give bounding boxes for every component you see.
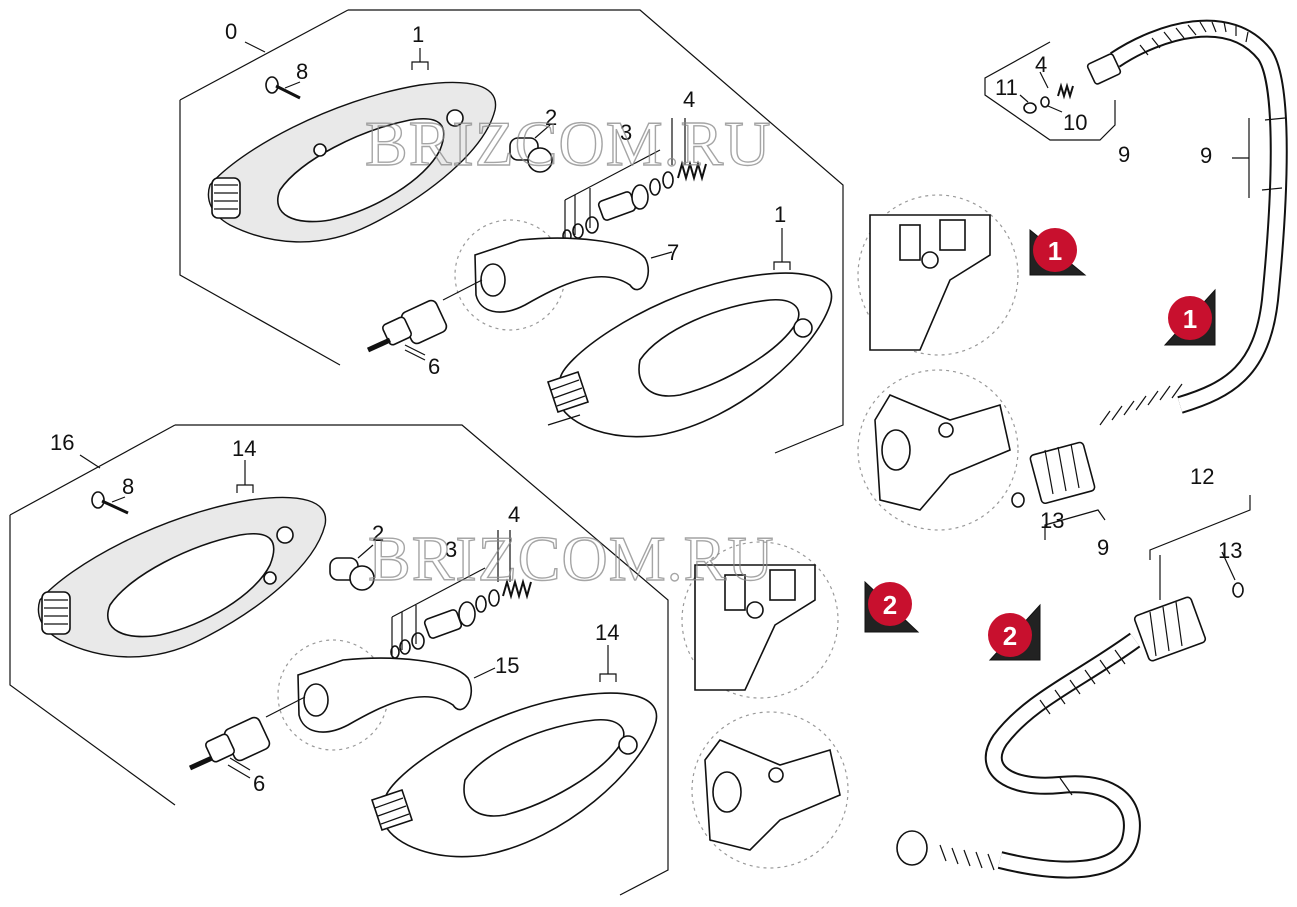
detail-circle-bottom-1	[681, 541, 839, 699]
detail-circle-top-2	[857, 369, 1019, 531]
label-9-bottom: 9	[1097, 535, 1109, 560]
bottom-assembly-frame	[9, 424, 669, 896]
label-16: 16	[50, 430, 74, 455]
label-12: 12	[1190, 464, 1214, 489]
piston-assembly-bottom	[390, 530, 532, 659]
label-3-top: 3	[620, 120, 632, 145]
valve-bottom	[329, 557, 375, 591]
badge-1b: 1	[1163, 288, 1216, 346]
nozzle-bottom	[188, 696, 306, 779]
nozzle-top	[366, 279, 483, 361]
label-7: 7	[667, 240, 679, 265]
screw-top	[265, 76, 301, 100]
hose-top	[1029, 19, 1288, 505]
label-10: 10	[1063, 110, 1087, 135]
label-6-bottom: 6	[253, 771, 265, 796]
part-labels-bottom: 16 14 8 2 3 4 15 14 6	[50, 430, 619, 796]
badge-1b-number: 1	[1183, 304, 1197, 334]
label-13-hose-top: 13	[1040, 508, 1064, 533]
label-1-top-right: 1	[774, 202, 786, 227]
badge-2b-circle	[988, 613, 1032, 657]
label-1-top-left: 1	[412, 22, 424, 47]
screw-bottom	[91, 491, 129, 515]
label-14-bottom-left: 14	[232, 436, 256, 461]
part-labels-top: 0 1 8 2 3 4 7 1 6	[225, 19, 786, 379]
detail-circle-bottom-2	[691, 711, 849, 869]
detail-circle-top-1	[857, 194, 1019, 356]
label-2-top: 2	[545, 105, 557, 130]
handle-half-left-bottom	[37, 496, 327, 658]
top-assembly-frame	[179, 9, 844, 454]
badge-2a: 2	[864, 580, 920, 633]
label-14-bottom-right: 14	[595, 620, 619, 645]
label-15: 15	[495, 653, 519, 678]
part-labels-hose-top: 4 11 10 9 9 13 9	[995, 52, 1212, 560]
badge-2b-number: 2	[1003, 621, 1017, 651]
trigger-top	[454, 219, 673, 331]
badge-2a-circle	[868, 582, 912, 626]
label-9-hose: 9	[1200, 143, 1212, 168]
badge-1a-number: 1	[1048, 236, 1062, 266]
label-4-top: 4	[683, 87, 695, 112]
handle-half-right-top	[546, 272, 833, 438]
part-labels-hose-bottom: 12 13	[1190, 464, 1242, 563]
label-2-bottom: 2	[372, 521, 384, 546]
badge-2a-number: 2	[883, 590, 897, 620]
handle-half-right-bottom	[370, 692, 658, 858]
label-13-hose-bottom: 13	[1218, 538, 1242, 563]
callout-leaders	[79, 41, 1236, 771]
valve-top	[509, 137, 553, 173]
handle-half-left-top	[207, 81, 497, 243]
label-4-bottom: 4	[508, 502, 520, 527]
label-0: 0	[225, 19, 237, 44]
label-4-hose: 4	[1035, 52, 1047, 77]
label-8-bottom: 8	[122, 474, 134, 499]
badge-1a-circle	[1033, 228, 1077, 272]
label-3-bottom: 3	[445, 537, 457, 562]
badge-1b-circle	[1168, 296, 1212, 340]
label-8-top: 8	[296, 59, 308, 84]
label-11: 11	[995, 75, 1018, 100]
badge-1a: 1	[1029, 228, 1087, 276]
watermark-bottom: BRIZCOM.RU	[368, 523, 775, 594]
label-9-fitting: 9	[1118, 142, 1130, 167]
watermark-top: BRIZCOM.RU	[365, 108, 772, 179]
hose-top-fitting-box	[984, 41, 1250, 540]
hose-bottom	[896, 495, 1251, 879]
label-6-top: 6	[428, 354, 440, 379]
badge-2b: 2	[988, 603, 1041, 661]
trigger-bottom	[277, 639, 496, 751]
